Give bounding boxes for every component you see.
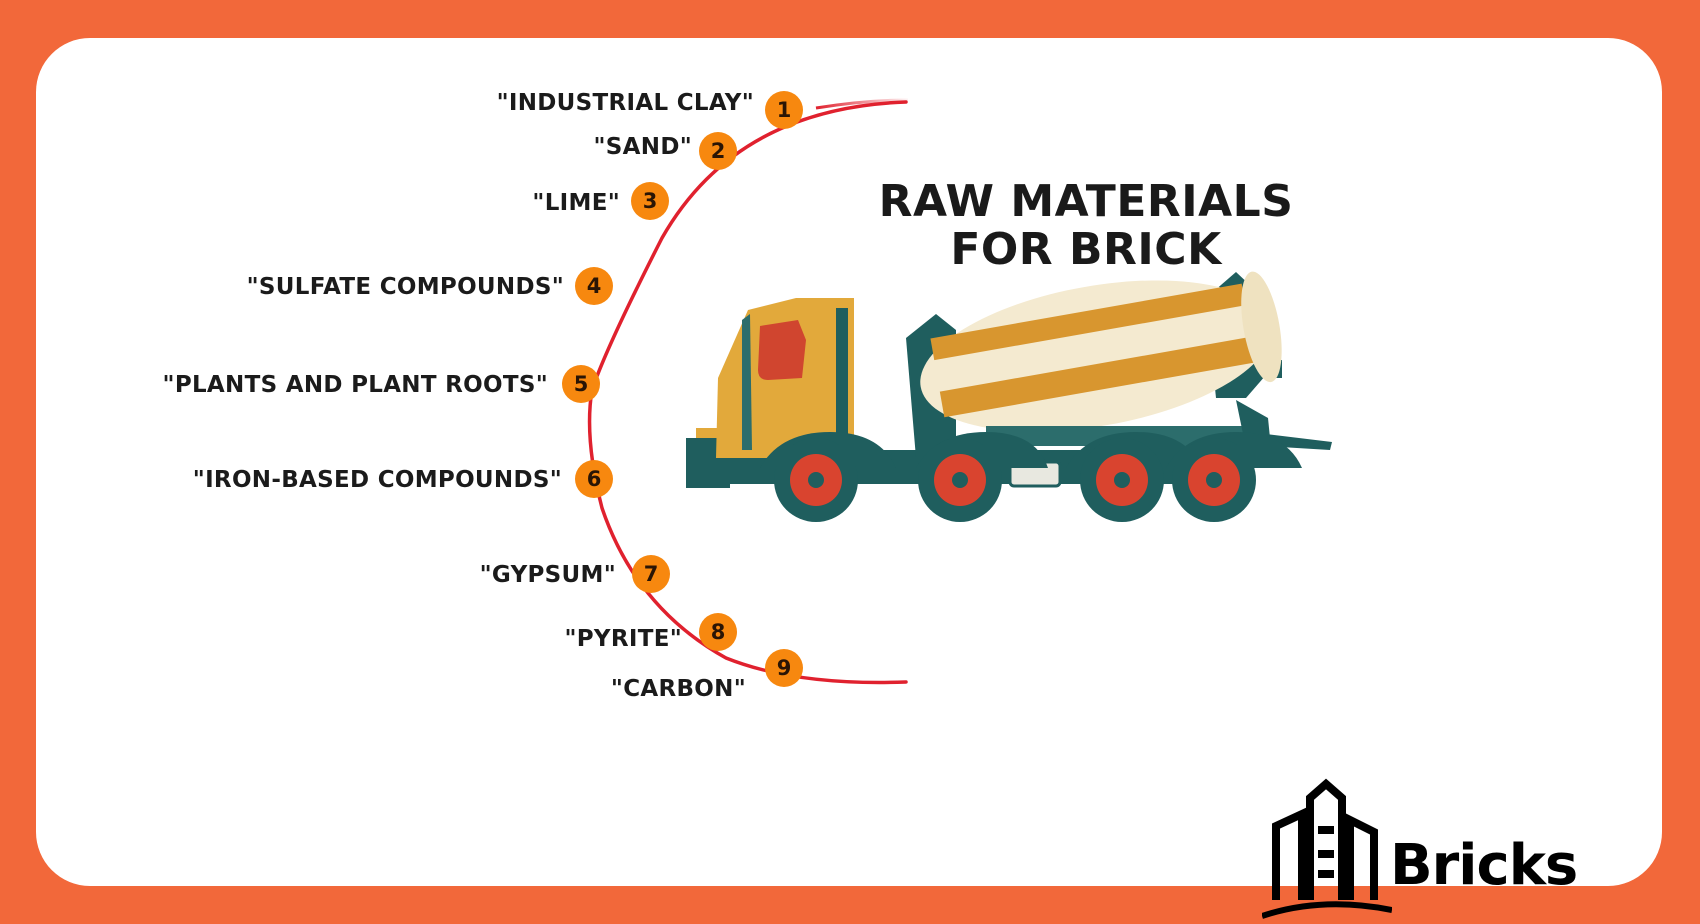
brand-logo: Bricks [1262, 770, 1602, 920]
material-item-9: "CARBON" 9 [611, 649, 803, 702]
number-badge [699, 132, 737, 170]
material-item-3: "LIME" 3 [532, 182, 669, 220]
number-badge [562, 365, 600, 403]
material-item-4: "SULFATE COMPOUNDS" 4 [247, 267, 613, 305]
badge-number: 9 [777, 656, 792, 680]
timeline-arc-fade-top [815, 98, 909, 110]
material-label: "LIME" [532, 190, 620, 216]
material-label: "INDUSTRIAL CLAY" [497, 90, 754, 116]
material-item-7: "GYPSUM" 7 [480, 555, 670, 593]
material-item-1: "INDUSTRIAL CLAY" 1 [497, 90, 803, 129]
material-label: "PLANTS AND PLANT ROOTS" [163, 372, 548, 398]
number-badge [765, 649, 803, 687]
materials-arc-diagram: "INDUSTRIAL CLAY" 1 "SAND" 2 "LIME" 3 "S… [163, 90, 1332, 702]
material-label: "PYRITE" [564, 626, 682, 652]
badge-number: 8 [711, 620, 726, 644]
badge-number: 2 [711, 139, 726, 163]
wheel [918, 438, 1002, 522]
material-label: "CARBON" [611, 676, 746, 702]
wheel [1172, 438, 1256, 522]
material-item-6: "IRON-BASED COMPOUNDS" 6 [193, 460, 613, 498]
title-line-1: RAW MATERIALS [878, 176, 1294, 227]
logo-text: Bricks [1390, 833, 1578, 898]
material-item-2: "SAND" 2 [594, 132, 737, 170]
material-label: "GYPSUM" [480, 562, 616, 588]
material-label: "SULFATE COMPOUNDS" [247, 274, 564, 300]
number-badge [699, 613, 737, 651]
badge-number: 3 [643, 189, 658, 213]
diagram-title: RAW MATERIALS FOR BRICK [856, 178, 1316, 274]
material-label: "SAND" [594, 134, 692, 160]
material-item-5: "PLANTS AND PLANT ROOTS" 5 [163, 365, 600, 403]
title-line-2: FOR BRICK [950, 224, 1222, 275]
badge-number: 6 [587, 467, 602, 491]
number-badge [575, 267, 613, 305]
cement-mixer-truck-icon [686, 271, 1332, 522]
number-badge [575, 460, 613, 498]
number-badge [632, 555, 670, 593]
building-skyline-icon [1262, 778, 1392, 919]
badge-number: 5 [574, 372, 589, 396]
badge-number: 4 [587, 274, 602, 298]
material-label: "IRON-BASED COMPOUNDS" [193, 467, 562, 493]
badge-number: 7 [644, 562, 659, 586]
wheel [1080, 438, 1164, 522]
wheel [774, 438, 858, 522]
content-card: "INDUSTRIAL CLAY" 1 "SAND" 2 "LIME" 3 "S… [36, 38, 1662, 886]
timeline-arc [587, 100, 908, 685]
number-badge [765, 91, 803, 129]
badge-number: 1 [777, 98, 792, 122]
material-item-8: "PYRITE" 8 [564, 613, 737, 652]
number-badge [631, 182, 669, 220]
